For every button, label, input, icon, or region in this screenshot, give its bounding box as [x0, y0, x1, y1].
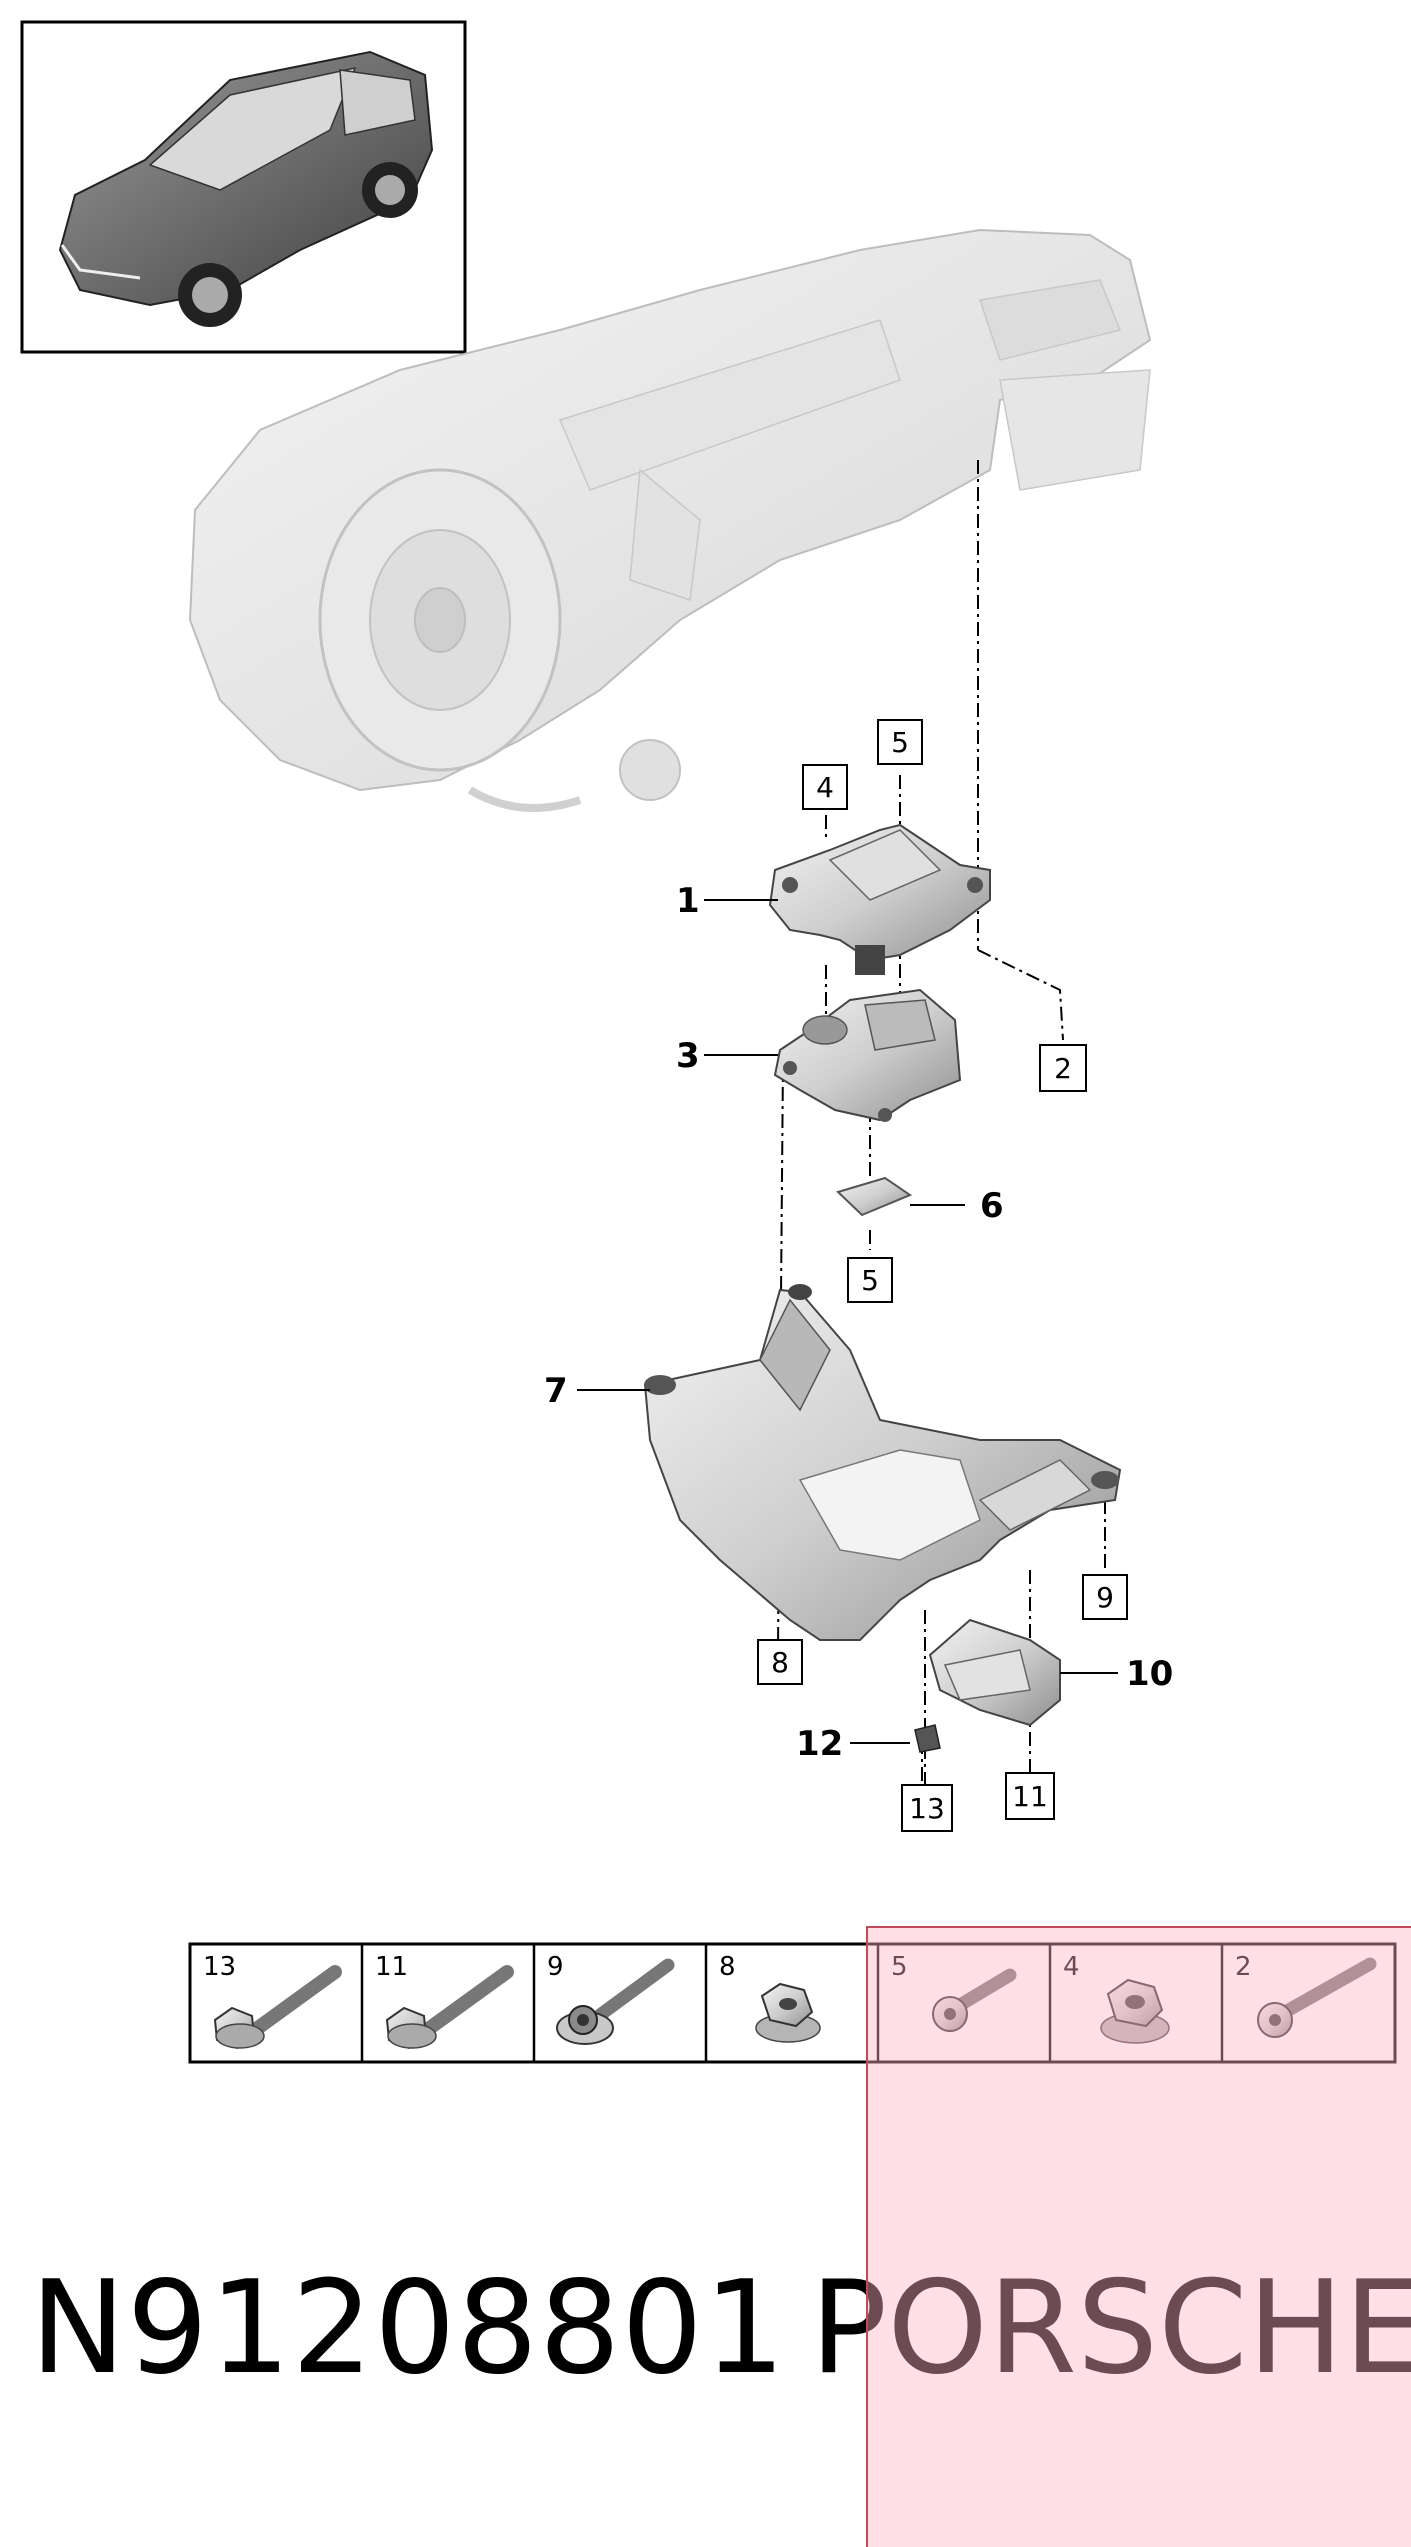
svg-text:11: 11: [1012, 1780, 1048, 1813]
part-12-clip: [914, 1724, 941, 1753]
svg-text:8: 8: [771, 1646, 789, 1679]
leader-lines: [577, 899, 1118, 1744]
box-callout-5-bottom: 5: [847, 1257, 893, 1303]
callout-6: 6: [980, 1186, 1004, 1226]
fastener-strip: 13 11 9 8 5 4 2: [188, 1942, 1397, 2064]
box-callout-2: 2: [1039, 1044, 1087, 1092]
hex-flange-nut-icon: [755, 1982, 821, 2043]
suv-icon: [58, 50, 434, 327]
bold-callouts: 1 3 6 7 10 12: [544, 881, 1173, 1764]
transmission-ghost: [188, 228, 1152, 812]
box-callout-11: 11: [1005, 1772, 1055, 1820]
part-1-upper-mount: [768, 823, 991, 975]
svg-text:2: 2: [1054, 1052, 1072, 1085]
hex-flange-nut-icon: [1100, 1978, 1170, 2044]
callout-12: 12: [796, 1724, 843, 1764]
torx-bolt-with-washer-icon: [556, 1958, 675, 2045]
part-10-bracket: [928, 1618, 1061, 1727]
box-callout-4: 4: [802, 764, 848, 810]
strip-label-5: 5: [891, 1952, 908, 1982]
svg-text:9: 9: [1096, 1581, 1114, 1614]
callout-1: 1: [676, 881, 700, 921]
torx-bolt-long-icon: [1257, 1957, 1377, 2038]
box-callout-13: 13: [901, 1784, 953, 1832]
brand-name: PORSCHE: [810, 2254, 1411, 2403]
highlight-overlay: [866, 1926, 1411, 2547]
vehicle-thumbnail: [20, 20, 467, 354]
boxed-callouts: 4 5 2 5 9 8 11 13: [757, 719, 1128, 1832]
part-6-plate: [836, 1176, 913, 1217]
strip-label-11: 11: [375, 1952, 408, 1982]
part-7-crossmember: [643, 1284, 1122, 1641]
strip-label-9: 9: [547, 1952, 564, 1982]
callout-3: 3: [676, 1036, 700, 1076]
callout-10: 10: [1126, 1654, 1173, 1694]
strip-label-4: 4: [1063, 1952, 1080, 1982]
hex-flange-bolt-icon: [213, 1965, 342, 2050]
strip-label-13: 13: [203, 1952, 236, 1982]
part-number: N91208801: [30, 2254, 787, 2403]
box-callout-9: 9: [1082, 1574, 1128, 1620]
svg-text:13: 13: [909, 1792, 945, 1825]
box-callout-8: 8: [757, 1639, 803, 1685]
callout-7: 7: [544, 1371, 568, 1411]
torx-bolt-short-icon: [932, 1968, 1017, 2032]
svg-text:4: 4: [816, 771, 834, 804]
svg-text:5: 5: [861, 1264, 879, 1297]
part-3-damper: [773, 988, 962, 1122]
svg-text:5: 5: [891, 726, 909, 759]
box-callout-5-top: 5: [877, 719, 923, 765]
strip-label-2: 2: [1235, 1952, 1252, 1982]
strip-label-8: 8: [719, 1952, 736, 1982]
hex-flange-bolt-icon: [385, 1965, 514, 2050]
